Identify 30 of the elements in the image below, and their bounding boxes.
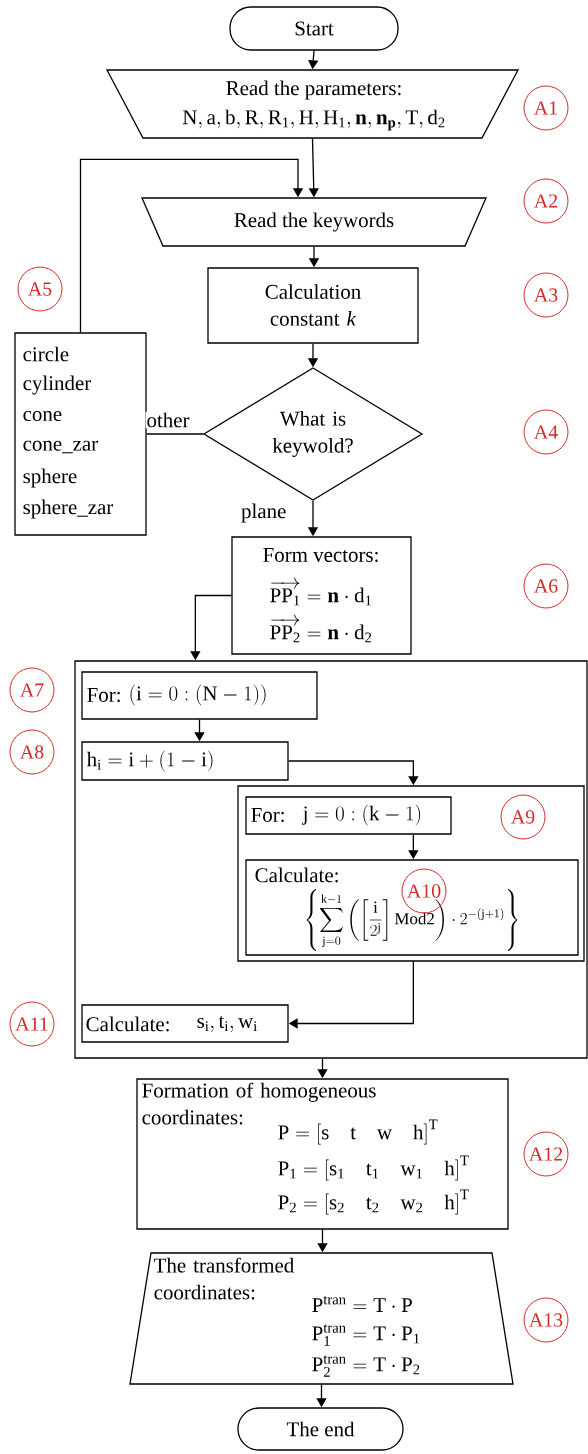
process-box: circle cylinder cone cone_zar sphere sphere_zar [14,332,147,536]
process-box: For: $\mathrm{j}=0:\left(\mathrm{k}-1\right)$ [245,796,452,835]
callout-number: A2 [523,178,569,224]
loop-frame [74,660,588,1059]
callout-number: A6 [523,563,569,609]
connector-line [146,433,204,435]
callout-number: A4 [523,409,569,455]
callout-number: A13 [523,1297,569,1343]
callout-number: A7 [9,667,55,713]
output-box: The transformed coordinates: $\mathrm{P^{tran}}=\mathrm{T}\cdot\mathrm{P}$ $\mathrm{P_1^{tran}}=\mathrm{T}\cdot\mathrm{P_1}$ $\mathrm{P_2^{tran}}=\mathrm{T}\cdot\mathrm{P_2}$ [129,1252,514,1385]
arrow [79,158,304,333]
callout-number: A8 [9,729,55,775]
terminator: Start [229,6,399,51]
callout-number: A11 [9,1001,55,1047]
callout-number: A5 [17,266,63,312]
callout-number: A3 [523,272,569,318]
process-box: Calculate: $\mathrm{s_i},\mathrm{t_i},\mathrm{w_i}$ [81,1004,289,1043]
loop-frame [237,785,585,962]
callout-number: A1 [523,85,569,131]
callout-number: A9 [500,794,546,840]
callout-number: A12 [523,1131,569,1177]
terminator: The end [237,1407,404,1451]
edge-label: plane [240,502,288,524]
process-box: Calculation constant k [207,267,419,344]
process-box: Formation of homogeneous coordinates: $\mathrm{P}=\left[\mathrm{s}\quad\mathrm{t}\quad\mathrm{w}\quad\mathrm{h}\right]^{\mathrm{T}}$ $\mathrm{P_1}=\left[\mathrm{s_1}\quad\mathrm{t_1}\quad\mathrm{w_1}\quad\mathrm{h}\right]^{\mathrm{T}}$ $\mathrm{P_2}=\left[\mathrm{s_2}\quad\mathrm{t_2}\quad\mathrm{w_2}\quad\mathrm{h}\right]^{\mathrm{T}}$ [136,1078,509,1230]
edge-label: other [145,411,191,429]
process-box: Form vectors: $\overrightarrow{\mathrm{PP_1}}=\mathbf{n}\cdot\mathrm{d_1}$ $\overrightarrow{\mathrm{PP_2}}=\mathbf{n}\cdot\mathrm{d_2}$ [231,536,412,655]
process-box: For: $\left(\mathrm{i}=0:\left(\mathrm{N}-1\right)\right)$ [81,671,318,720]
input-box: Read the keywords [141,197,487,247]
process-box: $\mathrm{h_i}=\mathrm{i}+(1-\mathrm{i})$ [81,741,289,781]
